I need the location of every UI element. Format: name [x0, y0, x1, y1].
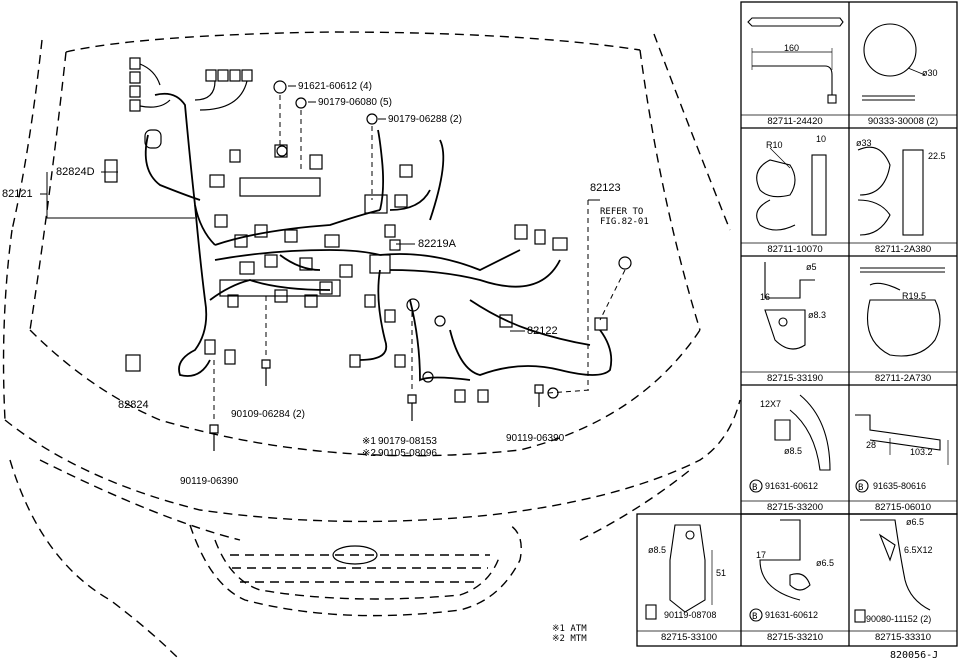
dim-label: R10: [766, 140, 783, 150]
cell-caption: 82715-33310: [875, 632, 931, 643]
cell-illustrations: B B B: [645, 17, 949, 623]
label-mark2: ※2: [362, 448, 376, 459]
svg-text:B: B: [858, 483, 863, 493]
parts-grid: [636, 1, 958, 647]
dim-label: ø33: [856, 138, 872, 148]
label-90119a: 90119-06390: [506, 433, 565, 444]
label-82121: 82121: [2, 188, 33, 200]
connector-group-topleft: [104, 57, 253, 183]
hood-outline: [2, 31, 741, 661]
cell-caption: 90333-30008 (2): [867, 116, 939, 127]
dim-label: ø8.5: [784, 446, 803, 456]
bolt-label: 91631-60612: [765, 481, 819, 491]
bolts: [209, 359, 544, 451]
dim-label: ø5: [806, 262, 817, 272]
cell-caption: 82715-33200: [767, 502, 823, 513]
dim-label: 16: [760, 292, 771, 302]
label-82123: 82123: [590, 182, 621, 194]
clips: [273, 80, 632, 399]
cell-caption: 82715-06010: [875, 502, 931, 513]
harness: [144, 92, 613, 382]
label-82824: 82824: [118, 399, 149, 411]
legend-atm: ※1 ATM: [552, 624, 587, 634]
bolt-label: 90080-11152 (2): [866, 614, 932, 624]
dim-label: ø6.5: [816, 558, 835, 568]
emblem-icon: [332, 545, 378, 565]
cell-caption: 82715-33210: [767, 632, 823, 643]
svg-text:B: B: [752, 483, 757, 493]
dim-label: 22.5: [928, 151, 946, 161]
label-82122: 82122: [527, 325, 558, 337]
dim-label: 17: [756, 550, 767, 560]
dim-label: 160: [784, 43, 800, 53]
figure-id: 820056-J: [890, 650, 939, 661]
label-mark1: ※1: [362, 436, 376, 447]
cell-caption: 82715-33100: [661, 632, 717, 643]
dim-label: ø8.3: [808, 310, 827, 320]
label-fig: FIG.82-01: [600, 217, 649, 227]
label-90179a: 90179-06080 (5): [318, 97, 392, 108]
svg-text:B: B: [752, 612, 757, 622]
dim-label: 6.5X12: [904, 545, 933, 555]
legend-mtm: ※2 MTM: [552, 634, 587, 644]
cell-caption: 82711-10070: [767, 244, 823, 255]
dim-label: R19.5: [902, 291, 927, 301]
dim-label: 12X7: [760, 399, 782, 409]
bolt-label: 91635-80616: [873, 481, 927, 491]
label-leaders: [40, 85, 600, 332]
connector-group-center: [125, 144, 608, 403]
cell-caption: 82715-33190: [767, 373, 823, 384]
label-90179b: 90179-06288 (2): [388, 114, 462, 125]
label-90119b: 90119-06390: [180, 476, 239, 487]
label-82824D: 82824D: [56, 166, 95, 178]
dim-label: ø6.5: [906, 517, 925, 527]
label-90179c: 90179-08153: [378, 436, 437, 447]
dim-label: 51: [716, 568, 727, 578]
bolt-label: 90119-08708: [664, 610, 717, 620]
bolt-label: 91631-60612: [765, 610, 819, 620]
label-82219A: 82219A: [418, 238, 456, 250]
dim-label: 10: [816, 134, 827, 144]
dim-label: 28: [866, 440, 877, 450]
dim-label: ø8.5: [648, 545, 667, 555]
label-91621: 91621-60612 (4): [298, 81, 372, 92]
label-90109: 90109-06284 (2): [231, 409, 305, 420]
leaders: [213, 95, 626, 422]
label-90105: 90105-08096: [378, 448, 437, 459]
dim-label: ø30: [922, 68, 938, 78]
cell-caption: 82711-2A380: [874, 244, 932, 255]
label-refer-to: REFER TO: [600, 207, 644, 217]
dim-label: 103.2: [910, 447, 933, 457]
cell-caption: 82711-24420: [767, 116, 823, 127]
cell-caption: 82711-2A730: [874, 373, 932, 384]
